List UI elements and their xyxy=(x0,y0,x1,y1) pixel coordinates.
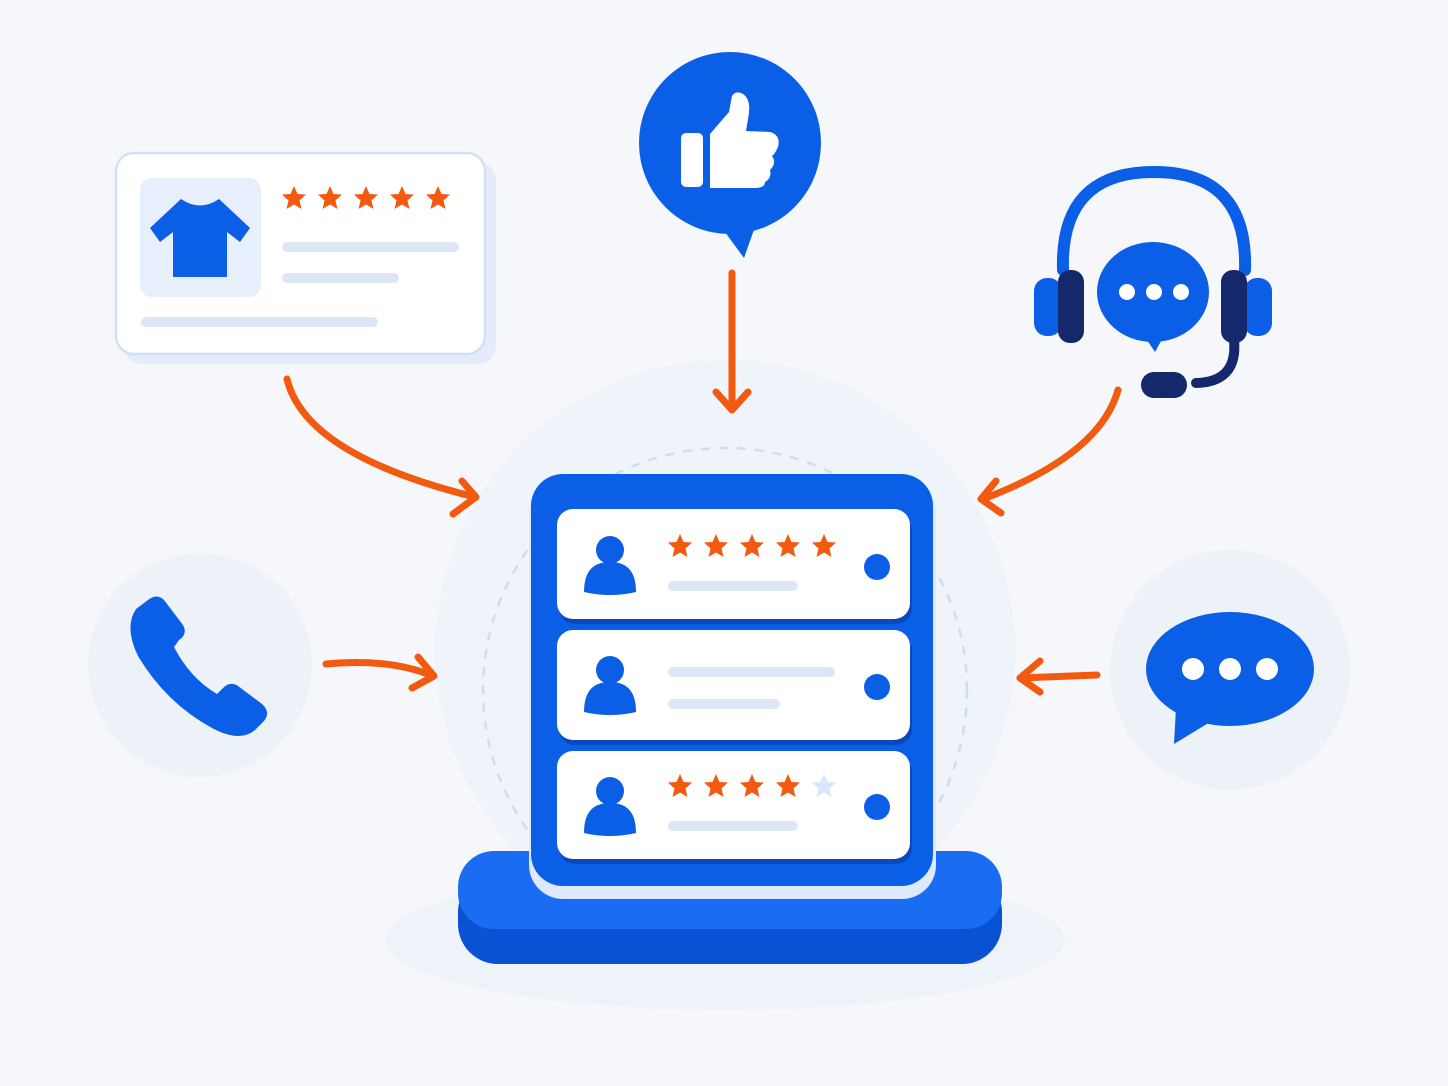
flow-arrows xyxy=(283,269,1122,696)
status-dot xyxy=(864,554,890,580)
placeholder-text-lines xyxy=(141,242,459,327)
chat-bubble-icon xyxy=(1097,242,1209,352)
arrow-from-phone xyxy=(322,653,438,692)
review-hub xyxy=(458,474,1002,964)
review-card-3 xyxy=(557,751,912,864)
status-dot xyxy=(864,674,890,700)
headset-icon xyxy=(1034,165,1272,398)
social-like-bubble xyxy=(639,52,821,258)
arrow-from-social-like xyxy=(712,269,752,414)
tshirt-icon xyxy=(150,199,250,277)
status-dot xyxy=(864,794,890,820)
product-review-card xyxy=(114,151,496,364)
arrow-from-support-agent xyxy=(977,386,1122,517)
review-card-1 xyxy=(557,509,912,624)
arrow-from-chat xyxy=(1016,657,1101,696)
phone-call-source xyxy=(130,596,268,737)
placeholder-text-lines xyxy=(668,667,835,709)
arrow-from-product-review xyxy=(283,375,480,518)
chat-message-source xyxy=(1146,612,1314,744)
thumbs-up-icon xyxy=(681,92,779,188)
phone-icon xyxy=(130,596,268,737)
chat-bubble-icon xyxy=(1146,612,1314,744)
review-card-2 xyxy=(557,630,912,745)
support-agent-headset xyxy=(1034,165,1272,398)
